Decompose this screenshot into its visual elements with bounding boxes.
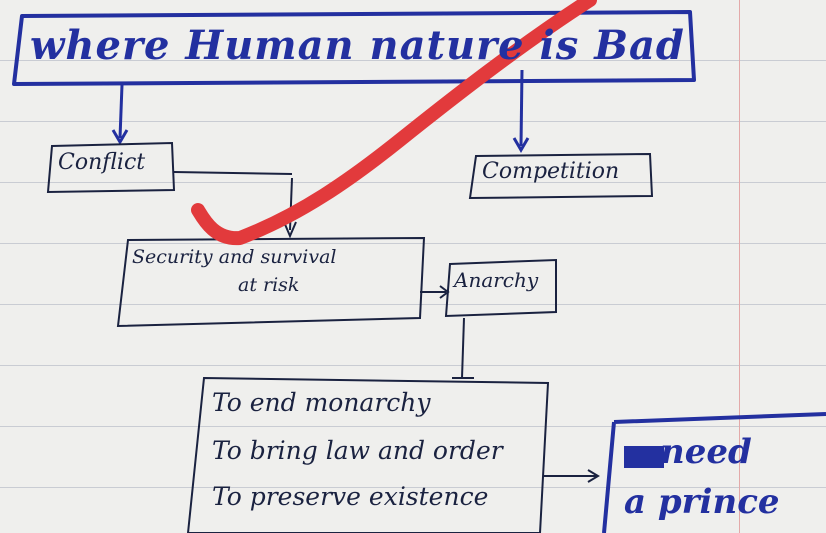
node-prince-line2: a prince	[624, 482, 780, 522]
node-prince-line1: need	[660, 432, 752, 472]
goal-item: To end monarchy	[212, 388, 431, 417]
connector-conflict-security	[174, 172, 292, 174]
arrow-title-to-competition	[521, 70, 522, 146]
redaction-mark	[624, 446, 664, 468]
node-security-line1: Security and survival	[132, 246, 337, 268]
arrow-title-to-conflict	[120, 85, 122, 138]
page-title: where Human nature is Bad	[30, 22, 685, 69]
goal-item: To preserve existence	[212, 482, 488, 511]
node-competition: Competition	[482, 159, 619, 184]
node-conflict: Conflict	[58, 150, 145, 175]
node-anarchy: Anarchy	[454, 268, 538, 292]
goal-item: To bring law and order	[212, 436, 503, 465]
node-security-line2: at risk	[238, 274, 299, 296]
connector-anarchy-list	[462, 318, 464, 378]
